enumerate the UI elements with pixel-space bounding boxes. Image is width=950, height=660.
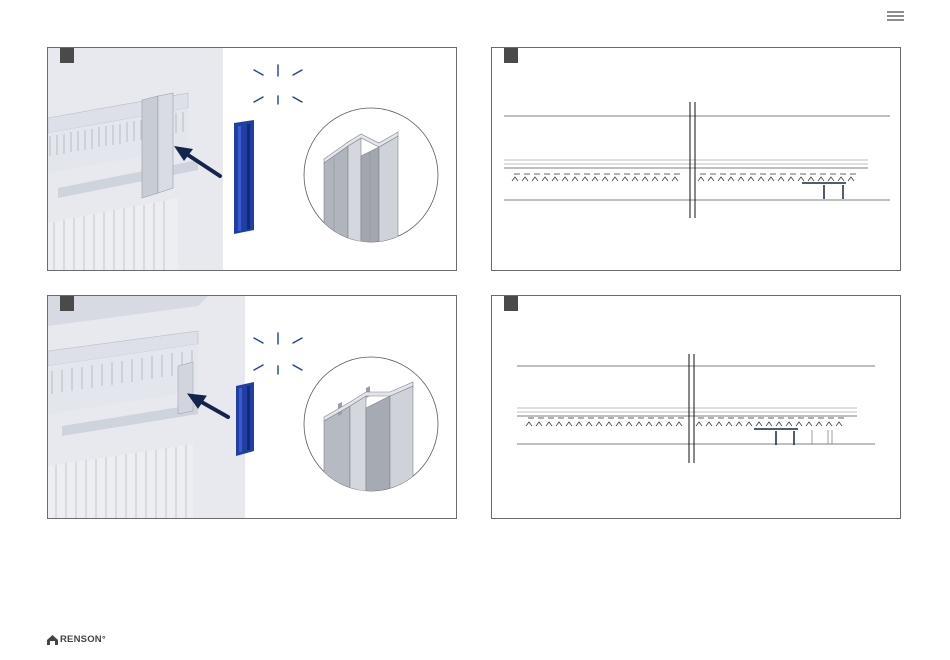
step-panel-4	[491, 295, 901, 519]
step-4-illustration	[492, 296, 901, 519]
step-2-illustration	[492, 48, 901, 271]
blue-profile-icon	[234, 120, 254, 234]
renson-logo-icon	[47, 635, 58, 645]
step-number-2	[504, 48, 518, 63]
step-panel-3	[47, 295, 457, 519]
blue-profile-icon	[236, 382, 254, 456]
blue-profile-icon	[754, 429, 798, 445]
step-number-1	[60, 48, 74, 63]
blue-profile-icon	[802, 183, 846, 199]
hamburger-menu-icon[interactable]	[887, 11, 904, 23]
brand-name: RENSON	[60, 634, 102, 645]
step-panel-1	[47, 47, 457, 271]
step-3-illustration	[48, 296, 457, 519]
step-number-3	[60, 296, 74, 311]
step-number-4	[504, 296, 518, 311]
brand-trademark: °	[102, 634, 106, 645]
step-1-illustration	[48, 48, 457, 271]
step-panel-2	[491, 47, 901, 271]
